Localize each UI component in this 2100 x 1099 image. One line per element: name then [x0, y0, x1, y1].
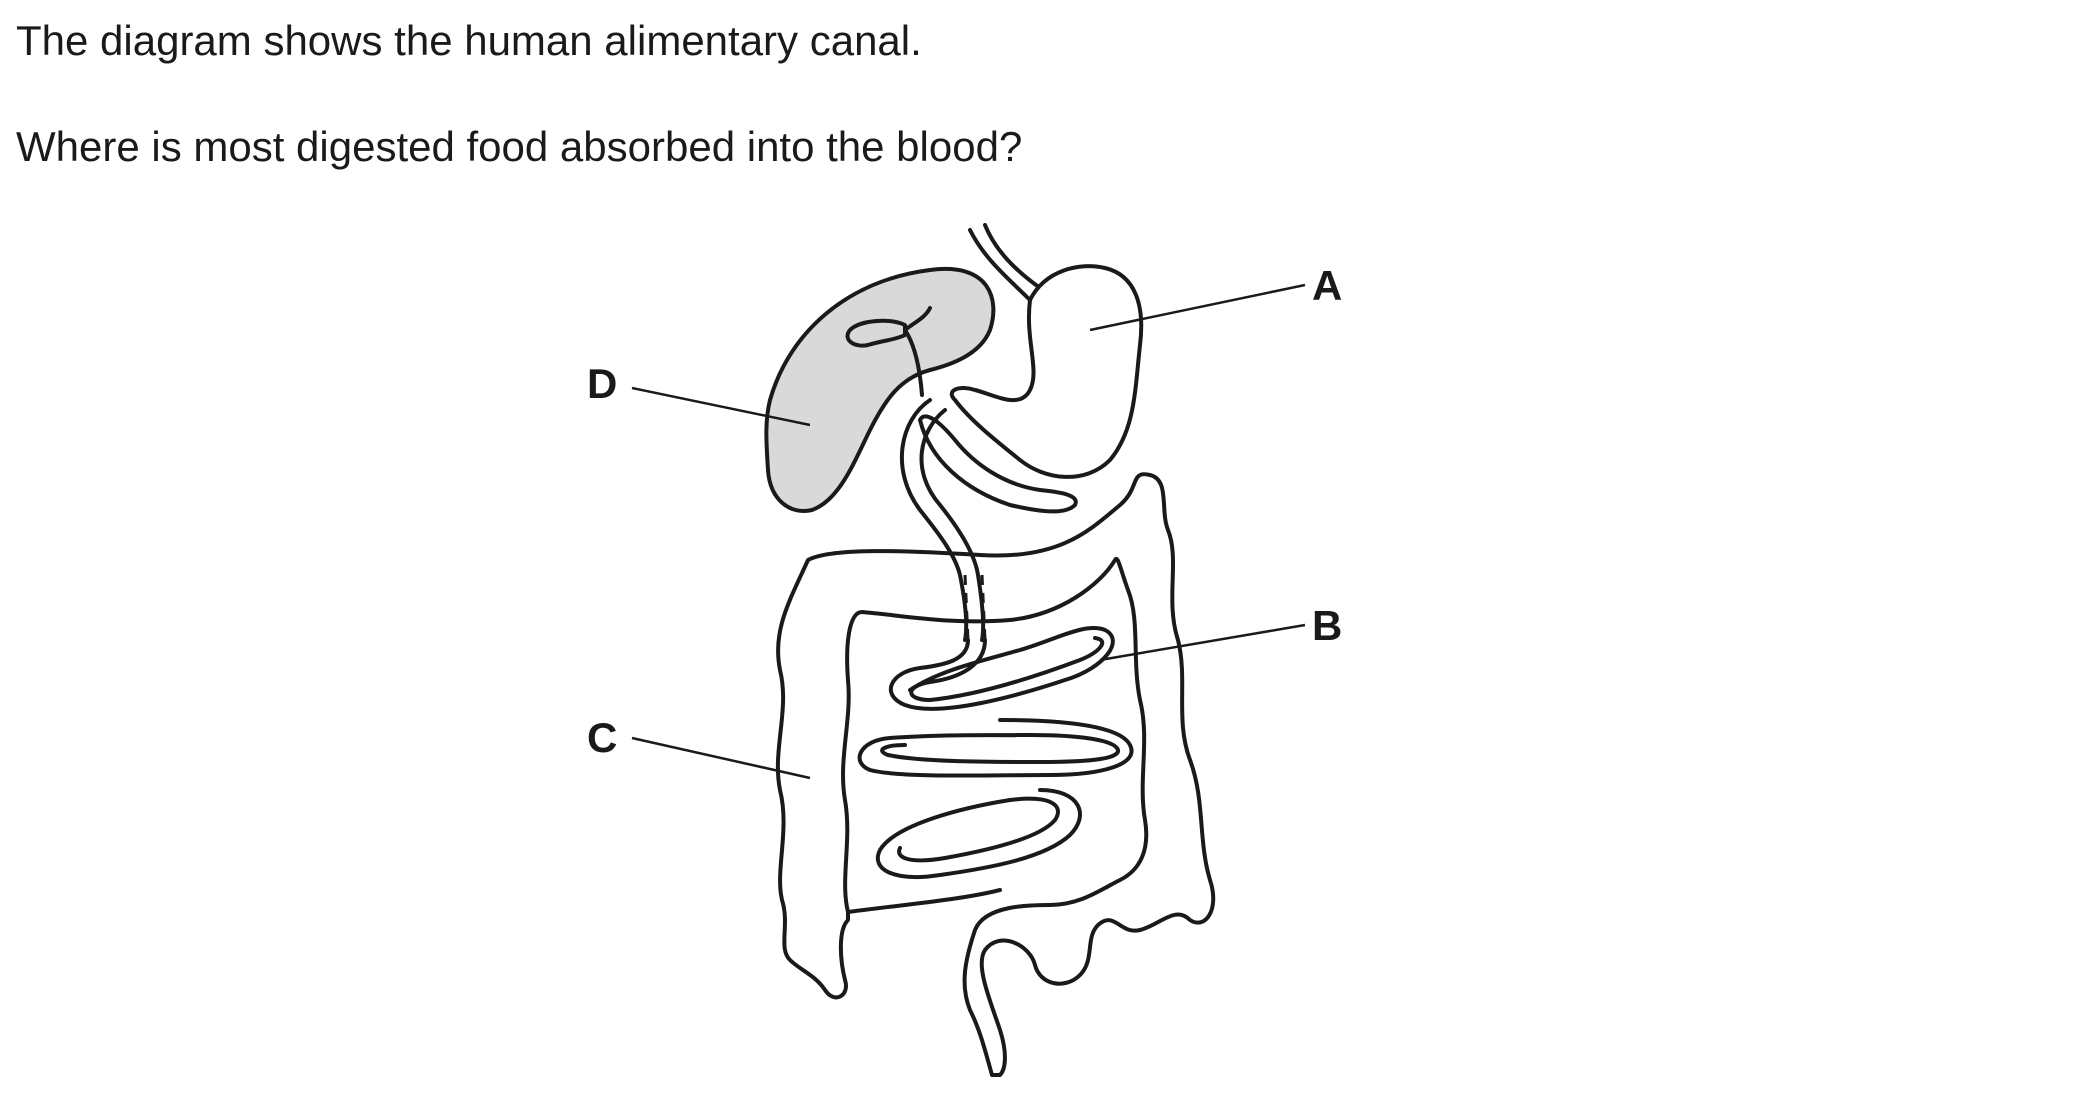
hidden-duodenum-section [963, 574, 987, 641]
small-intestine-middle-coil [857, 718, 1134, 778]
question-prompt: Where is most digested food absorbed int… [16, 123, 1023, 170]
rectum [846, 888, 1002, 914]
duodenum-outer [919, 408, 986, 642]
label-c-leader [631, 736, 811, 780]
label-a: A [1312, 262, 1342, 309]
label-a-leader [1089, 283, 1306, 332]
small-intestine-lower-coil [876, 788, 1082, 880]
oesophagus [968, 228, 1032, 302]
label-d: D [587, 360, 617, 407]
duodenum [899, 398, 969, 642]
label-b: B [1312, 602, 1342, 649]
small-intestine [888, 626, 1115, 711]
pancreas [918, 414, 1078, 514]
oesophagus-inner-wall [983, 223, 1042, 290]
bile-duct [903, 306, 932, 397]
liver [764, 266, 996, 513]
label-d-leader [631, 386, 811, 427]
gall-bladder [845, 318, 907, 348]
stomach [949, 264, 1144, 479]
label-b-leader [1099, 623, 1306, 662]
label-c: C [587, 714, 617, 761]
large-intestine [775, 472, 1216, 1077]
question-statement: The diagram shows the human alimentary c… [16, 17, 922, 64]
